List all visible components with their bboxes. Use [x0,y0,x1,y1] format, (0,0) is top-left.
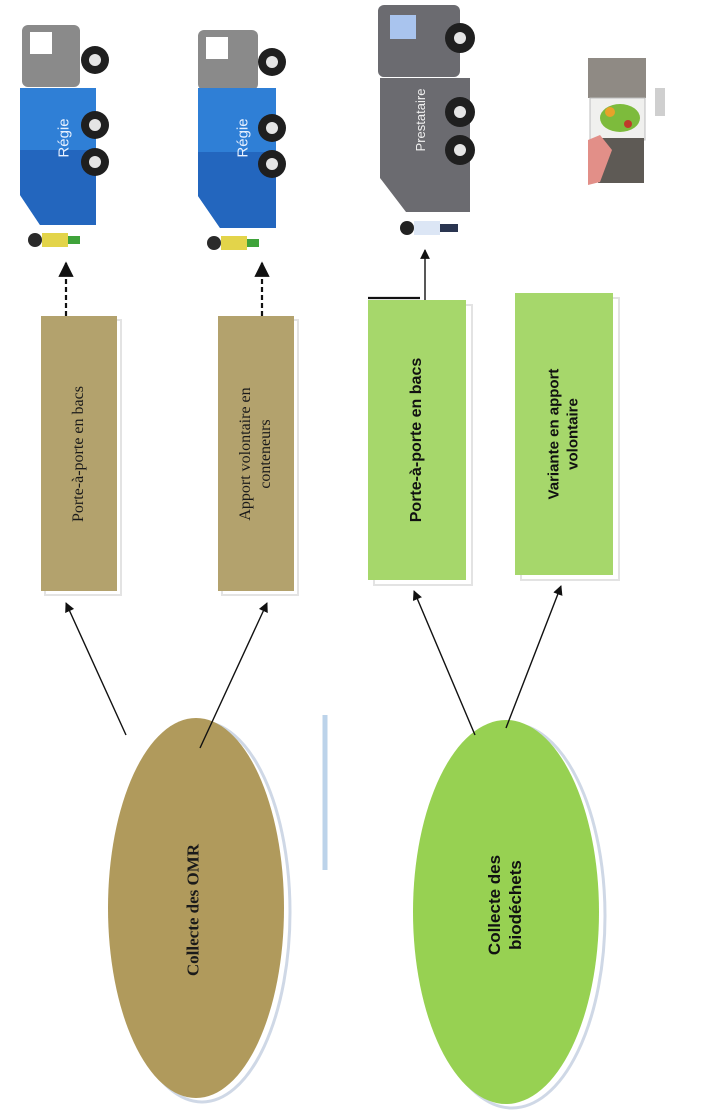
bio-pap-label: Porte-à-porte en bacs [408,357,425,523]
garbage-truck-icon [378,5,475,212]
omr-ellipse-label: Collecte des OMR [183,843,203,977]
omr-ellipse-shape [108,718,284,1098]
bio-ellipse-shape [413,720,599,1104]
omr-pap-box [41,316,122,596]
garbage-truck-icon [198,30,286,228]
worker-icon [28,233,80,247]
compost-bin-icon [588,58,665,185]
bio-pap-box [368,300,473,586]
bin-lid [588,58,646,98]
truck2-label: Régie [234,118,252,158]
bio-ellipse-label: Collecte des biodéchets [484,854,525,956]
worker-icon [400,221,458,235]
arrow-omr-av [199,602,268,749]
worker-icon [207,236,259,250]
omr-ellipse [108,718,292,1104]
arrow-omr-pap [65,602,127,736]
truck1-label: Régie [55,118,73,158]
garbage-truck-icon [20,25,109,225]
arrow-bio-pap [412,590,476,736]
arrow-bio-av [505,585,563,729]
omr-pap-label: Porte-à-porte en bacs [70,386,87,522]
bio-av-label: Variante en apport volontaire [545,368,581,500]
bio-av-box [515,293,620,581]
bio-ellipse [413,720,607,1110]
omr-av-label: Apport volontaire en conteneurs [237,387,274,521]
truck3-label: Prestataire [412,88,428,152]
hand [588,135,612,185]
omr-av-box [218,316,299,596]
